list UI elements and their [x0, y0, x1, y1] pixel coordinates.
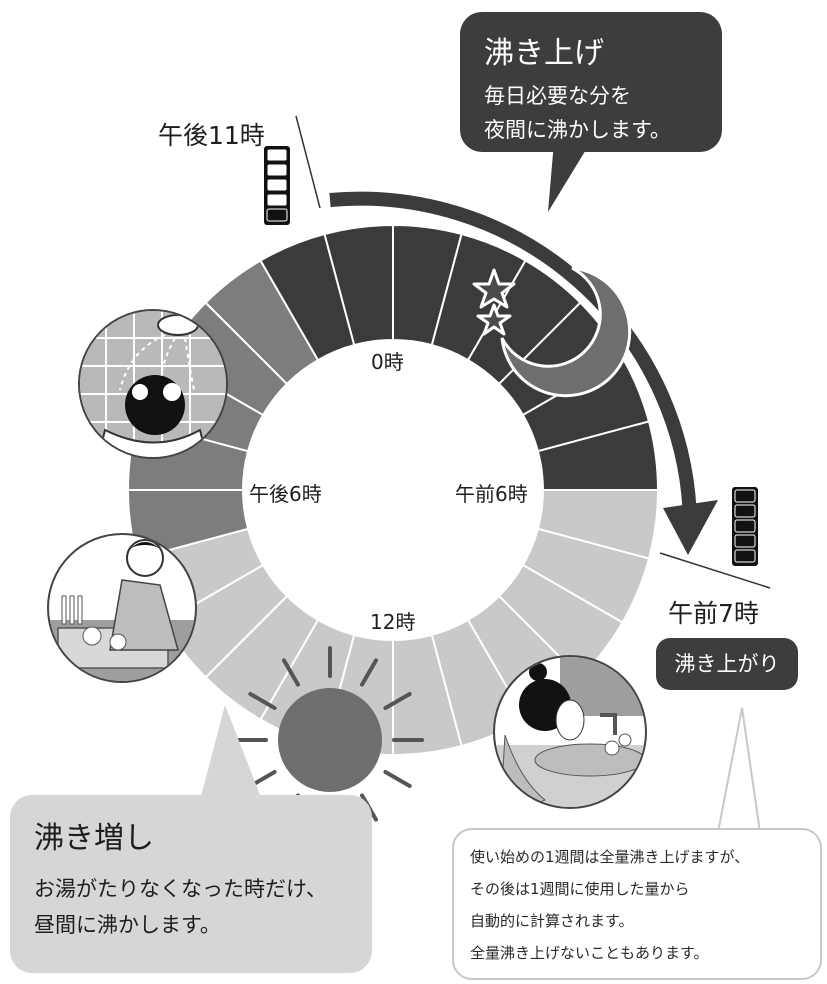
- face-washing-illustration: [493, 655, 647, 809]
- moon-icon: [500, 266, 632, 398]
- reheat-bubble-tail: [200, 705, 262, 800]
- boil-complete-badge: 沸き上がり: [656, 638, 798, 690]
- pointer-11pm: [295, 115, 321, 209]
- sun-ray: [383, 770, 412, 788]
- clock-label-0: 0時: [371, 350, 404, 374]
- reheat-bubble: 沸き増し お湯がたりなくなった時だけ、 昼間に沸かします。: [10, 795, 372, 973]
- tank-level-filled: [734, 489, 756, 503]
- tank-level-filled: [734, 549, 756, 563]
- clock-label-7am: 午前7時: [668, 599, 759, 628]
- sun-ray: [248, 692, 277, 710]
- tank-level-empty: [266, 193, 288, 207]
- clock-center: [243, 340, 543, 640]
- heating-arrow: [329, 191, 718, 555]
- reheat-line-1: お湯がたりなくなった時だけ、: [34, 877, 327, 901]
- hot-water-tank-level-11pm: [264, 146, 290, 225]
- sun-ray: [360, 658, 378, 687]
- clock-label-6am: 午前6時: [455, 482, 528, 506]
- note-line-3: 自動的に計算されます。: [470, 912, 634, 930]
- tank-level-empty: [266, 148, 288, 162]
- reheat-title: 沸き増し: [34, 821, 154, 856]
- note-box: 使い始めの1週間は全量沸き上げますが、 その後は1週間に使用した量から 自動的に…: [452, 828, 822, 980]
- shower-illustration: [78, 309, 228, 459]
- heat-up-line-2: 夜間に沸かします。: [484, 118, 671, 142]
- dishwashing-illustration: [47, 533, 197, 683]
- note-tail: [716, 707, 762, 833]
- tank-level-filled: [734, 519, 756, 533]
- tank-level-empty: [266, 178, 288, 192]
- note-line-4: 全量沸き上げないこともあります。: [470, 944, 709, 962]
- heat-up-bubble: 沸き上げ 毎日必要な分を 夜間に沸かします。: [460, 12, 722, 152]
- sun-icon: [236, 646, 424, 834]
- tank-level-filled: [734, 504, 756, 518]
- clock-label-12: 12時: [370, 610, 416, 634]
- clock-label-6pm: 午後6時: [249, 482, 322, 506]
- hot-water-tank-level-7am: [732, 487, 758, 566]
- tank-level-filled: [734, 534, 756, 548]
- tank-level-empty: [266, 163, 288, 177]
- sun-ray: [282, 658, 300, 687]
- heat-up-title: 沸き上げ: [484, 36, 604, 71]
- reheat-line-2: 昼間に沸かします。: [34, 913, 221, 937]
- note-line-1: 使い始めの1週間は全量沸き上げますが、: [470, 848, 750, 866]
- clock-label-11pm: 午後11時: [158, 121, 265, 150]
- star-icon: [472, 268, 516, 336]
- tank-level-filled: [266, 208, 288, 222]
- note-line-2: その後は1週間に使用した量から: [470, 880, 690, 898]
- sun-ray: [383, 692, 412, 710]
- pointer-7am: [659, 552, 771, 589]
- heat-up-line-1: 毎日必要な分を: [484, 84, 631, 108]
